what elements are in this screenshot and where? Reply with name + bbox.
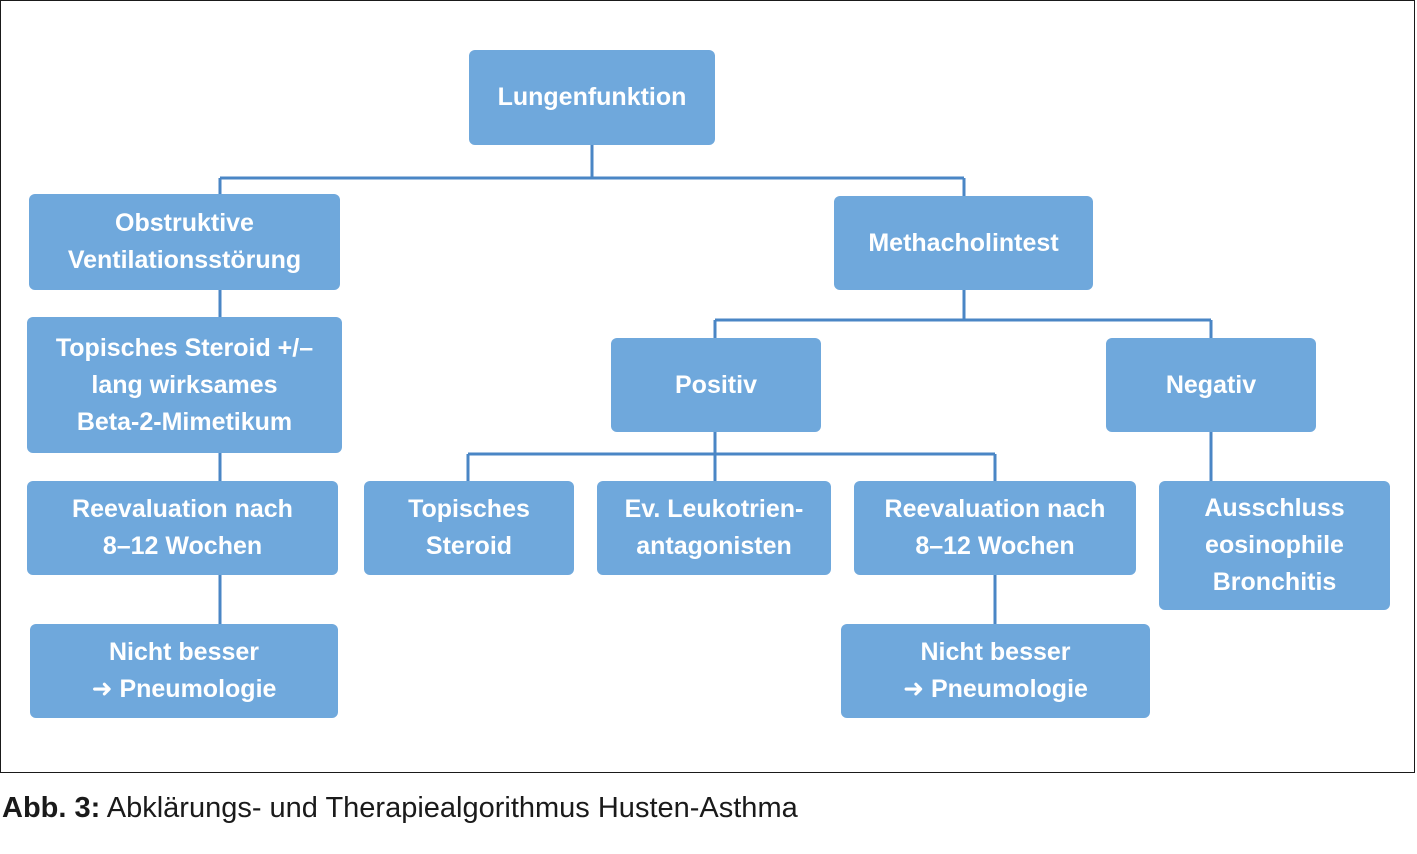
node-nicht-besser-left: Nicht besser ➜ Pneumologie (30, 624, 338, 718)
node-negativ: Negativ (1106, 338, 1316, 432)
node-topisches-steroid-beta-mimetikum: Topisches Steroid +/– lang wirksames Bet… (27, 317, 342, 453)
node-lungenfunktion: Lungenfunktion (469, 50, 715, 145)
connector-positiv (466, 432, 997, 481)
node-obstruktive-ventilationsstoerung: Obstruktive Ventilationsstörung (29, 194, 340, 290)
node-reevaluation-left: Reevaluation nach 8–12 Wochen (27, 481, 338, 575)
node-leukotrienantagonisten: Ev. Leukotrien- antagonisten (597, 481, 831, 575)
figure-caption: Abb. 3: Abklärungs- und Therapiealgorith… (2, 792, 798, 825)
figure-caption-text: Abklärungs- und Therapiealgorithmus Hust… (100, 792, 798, 824)
node-methacholintest: Methacholintest (834, 196, 1093, 290)
node-ausschluss-eosinophile-bronchitis: Ausschluss eosinophile Bronchitis (1159, 481, 1390, 610)
node-reevaluation-right: Reevaluation nach 8–12 Wochen (854, 481, 1136, 575)
node-topisches-steroid: Topisches Steroid (364, 481, 574, 575)
figure-caption-label: Abb. 3: (2, 792, 101, 824)
connector-lines (218, 145, 1213, 624)
connector-root (218, 145, 966, 196)
node-nicht-besser-right: Nicht besser ➜ Pneumologie (841, 624, 1150, 718)
node-positiv: Positiv (611, 338, 821, 432)
connector-methacholin (713, 290, 1213, 338)
